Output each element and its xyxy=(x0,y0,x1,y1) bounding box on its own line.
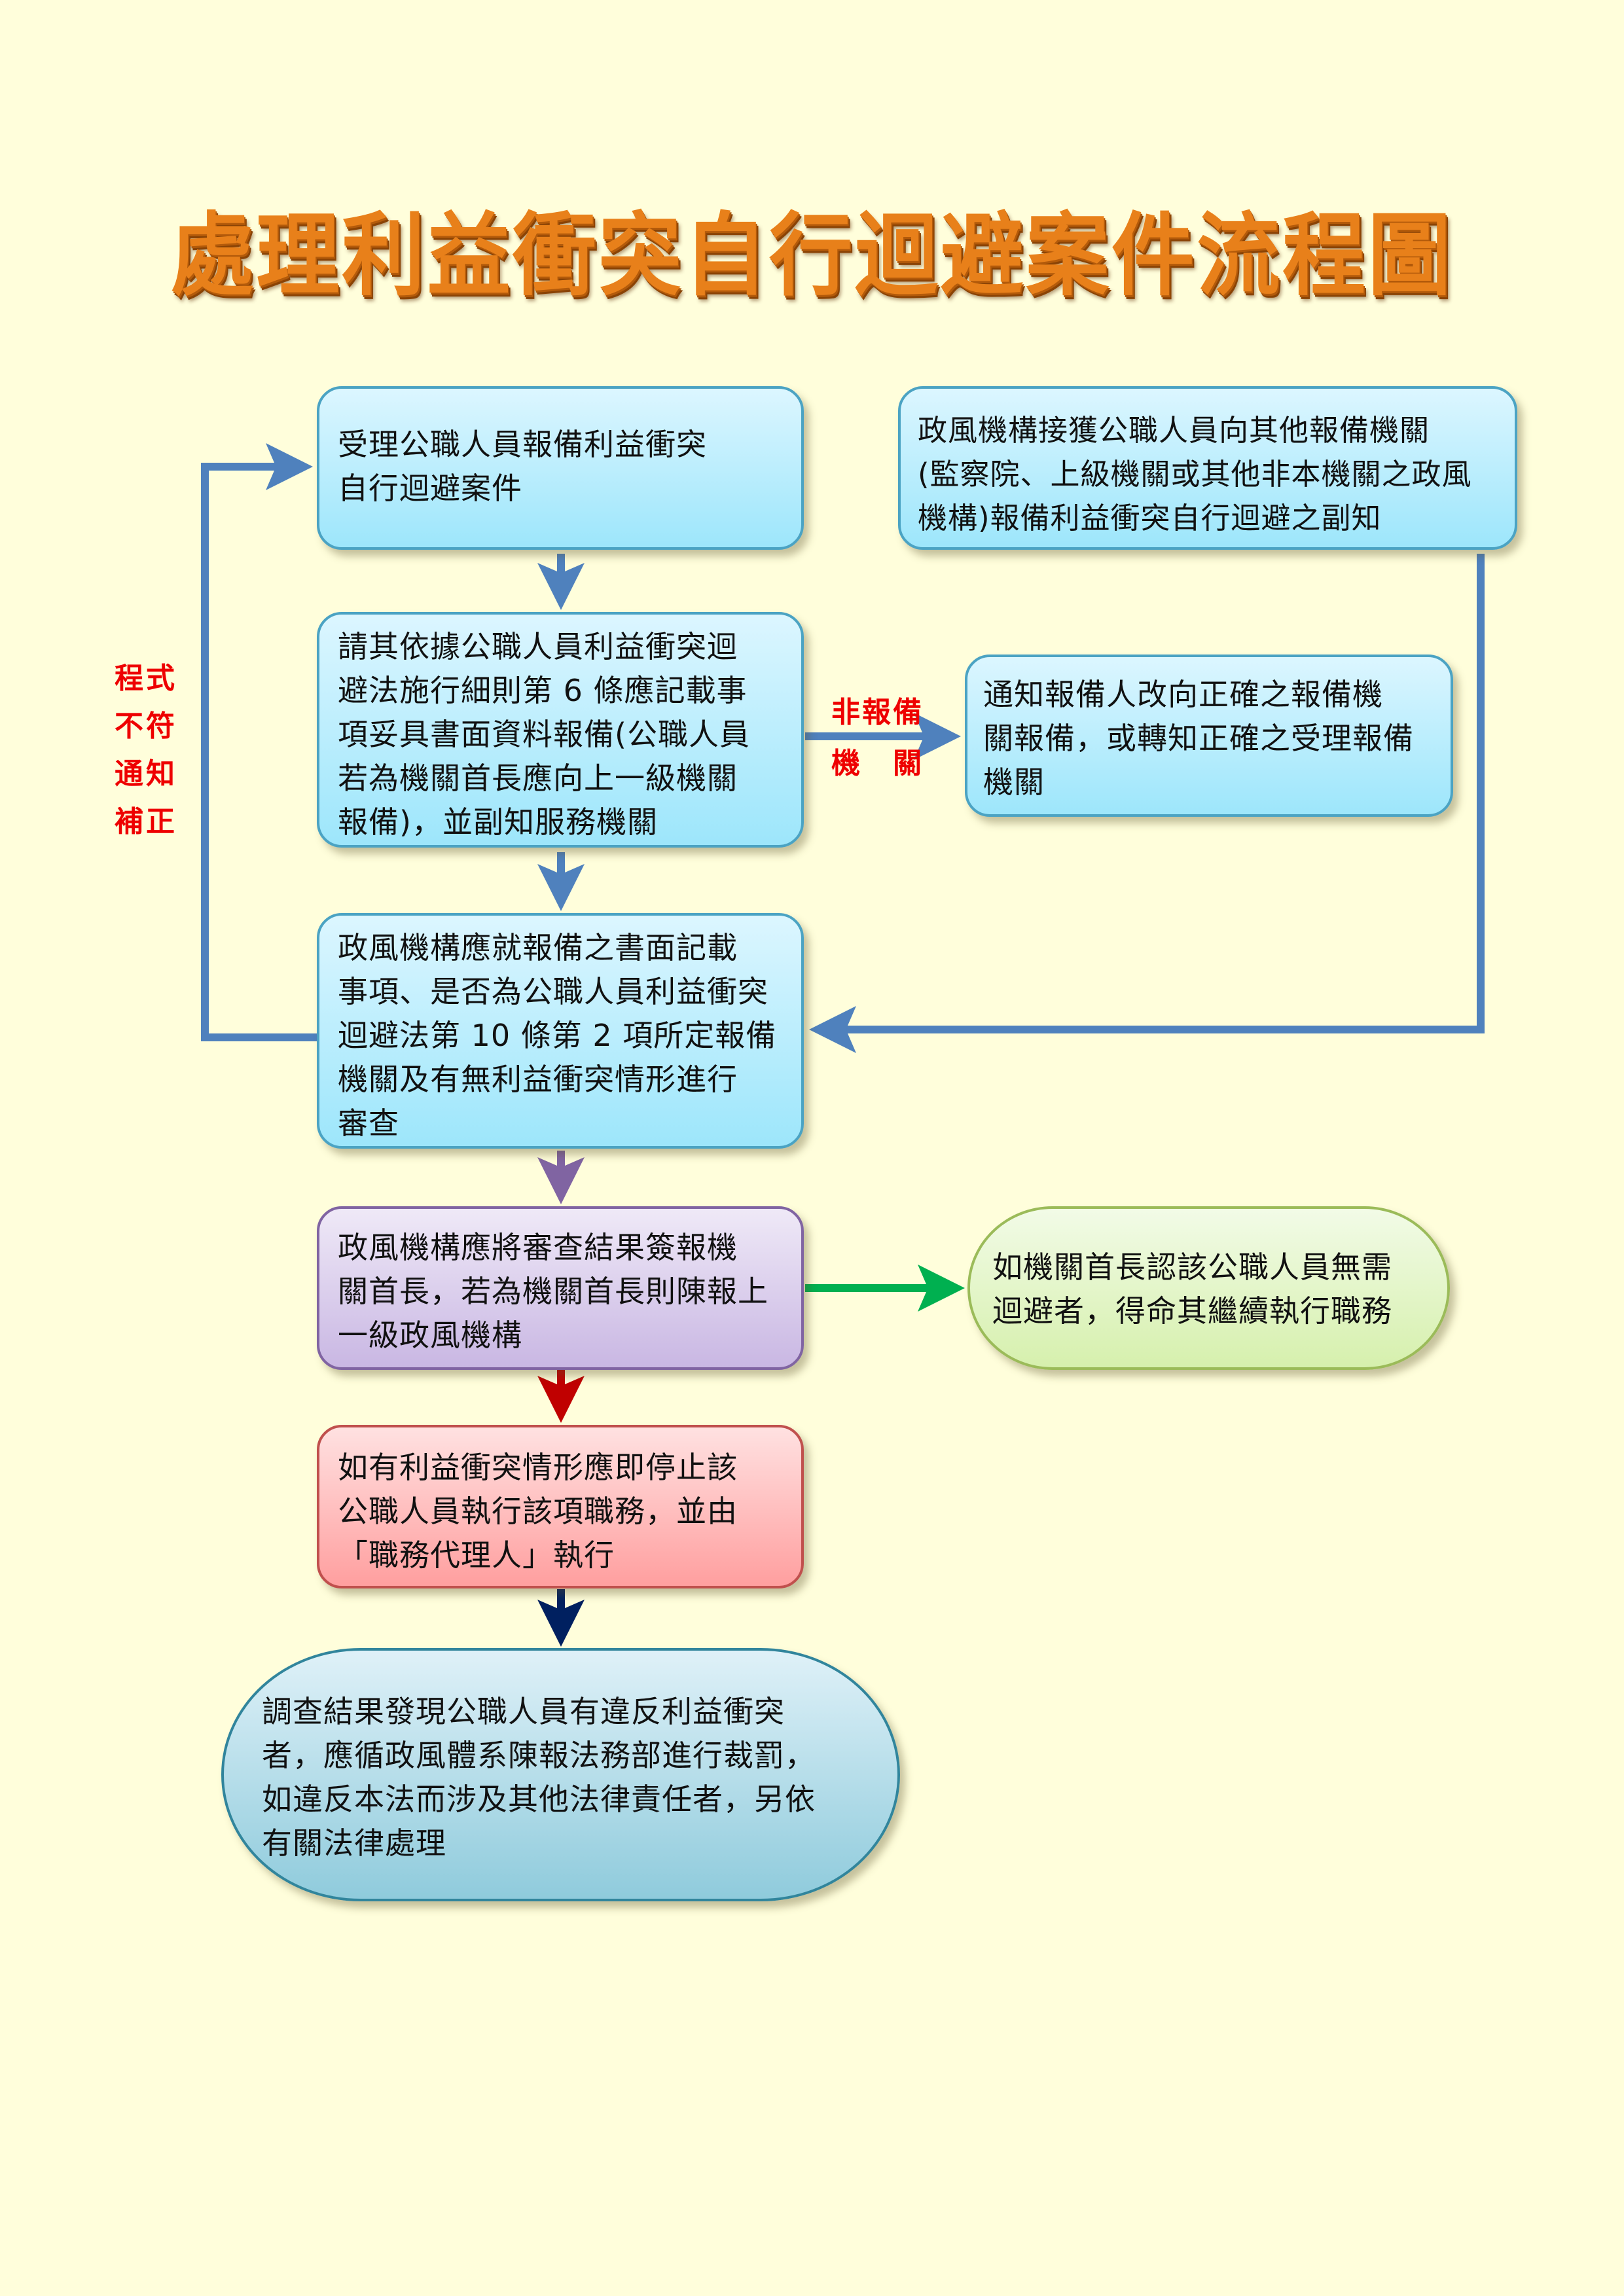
edge-label-incomplete: 程式 不符 通知 補正 xyxy=(115,662,177,838)
node-text: 請其依據公職人員利益衝突迴 避法施行細則第 6 條應記載事 項妥具書面資料報備(… xyxy=(338,629,750,840)
node-text: 通知報備人改向正確之報備機 關報備，或轉知正確之受理報備 機關 xyxy=(983,677,1414,800)
node-text: 如機關首長認該公職人員無需 迴避者，得命其繼續執行職務 xyxy=(992,1249,1392,1329)
node-violation[interactable]: 調查結果發現公職人員有違反利益衝突 者，應循政風體系陳報法務部進行裁罰， 如違反… xyxy=(221,1648,900,1901)
node-text: 如有利益衝突情形應即停止該 公職人員執行該項職務，並由 「職務代理人」執行 xyxy=(338,1450,738,1573)
edge-copynotice-to-review xyxy=(809,554,1485,1053)
node-copy-notice[interactable]: 政風機構接獲公職人員向其他報備機關 (監察院、上級機關或其他非本機關之政風 機構… xyxy=(898,386,1517,550)
edge-review-to-receive xyxy=(201,443,317,1041)
node-text: 受理公職人員報備利益衝突 自行迴避案件 xyxy=(338,427,707,506)
node-text: 政風機構接獲公職人員向其他報備機關 (監察院、上級機關或其他非本機關之政風 機構… xyxy=(918,413,1472,535)
node-report-head[interactable]: 政風機構應將審查結果簽報機 關首長，若為機關首長則陳報上 一級政風機構 xyxy=(317,1206,804,1370)
page-title: 處理利益衝突自行迴避案件流程圖 xyxy=(170,203,1454,308)
node-text: 政風機構應就報備之書面記載 事項、是否為公職人員利益衝突 迴避法第 10 條第 … xyxy=(338,930,777,1141)
node-text: 調查結果發現公職人員有違反利益衝突 者，應循政風體系陳報法務部進行裁罰， 如違反… xyxy=(262,1694,816,1861)
node-receive[interactable]: 受理公職人員報備利益衝突 自行迴避案件 xyxy=(317,386,804,550)
edge-label-wrong-agency: 非報備 機 關 xyxy=(831,696,924,780)
node-no-recusal[interactable]: 如機關首長認該公職人員無需 迴避者，得命其繼續執行職務 xyxy=(967,1206,1450,1370)
node-stop-duty[interactable]: 如有利益衝突情形應即停止該 公職人員執行該項職務，並由 「職務代理人」執行 xyxy=(317,1425,804,1588)
node-review[interactable]: 政風機構應就報備之書面記載 事項、是否為公職人員利益衝突 迴避法第 10 條第 … xyxy=(317,913,804,1149)
node-request-report[interactable]: 請其依據公職人員利益衝突迴 避法施行細則第 6 條應記載事 項妥具書面資料報備(… xyxy=(317,612,804,848)
node-text: 政風機構應將審查結果簽報機 關首長，若為機關首長則陳報上 一級政風機構 xyxy=(338,1230,768,1353)
node-redirect[interactable]: 通知報備人改向正確之報備機 關報備，或轉知正確之受理報備 機關 xyxy=(965,655,1453,817)
